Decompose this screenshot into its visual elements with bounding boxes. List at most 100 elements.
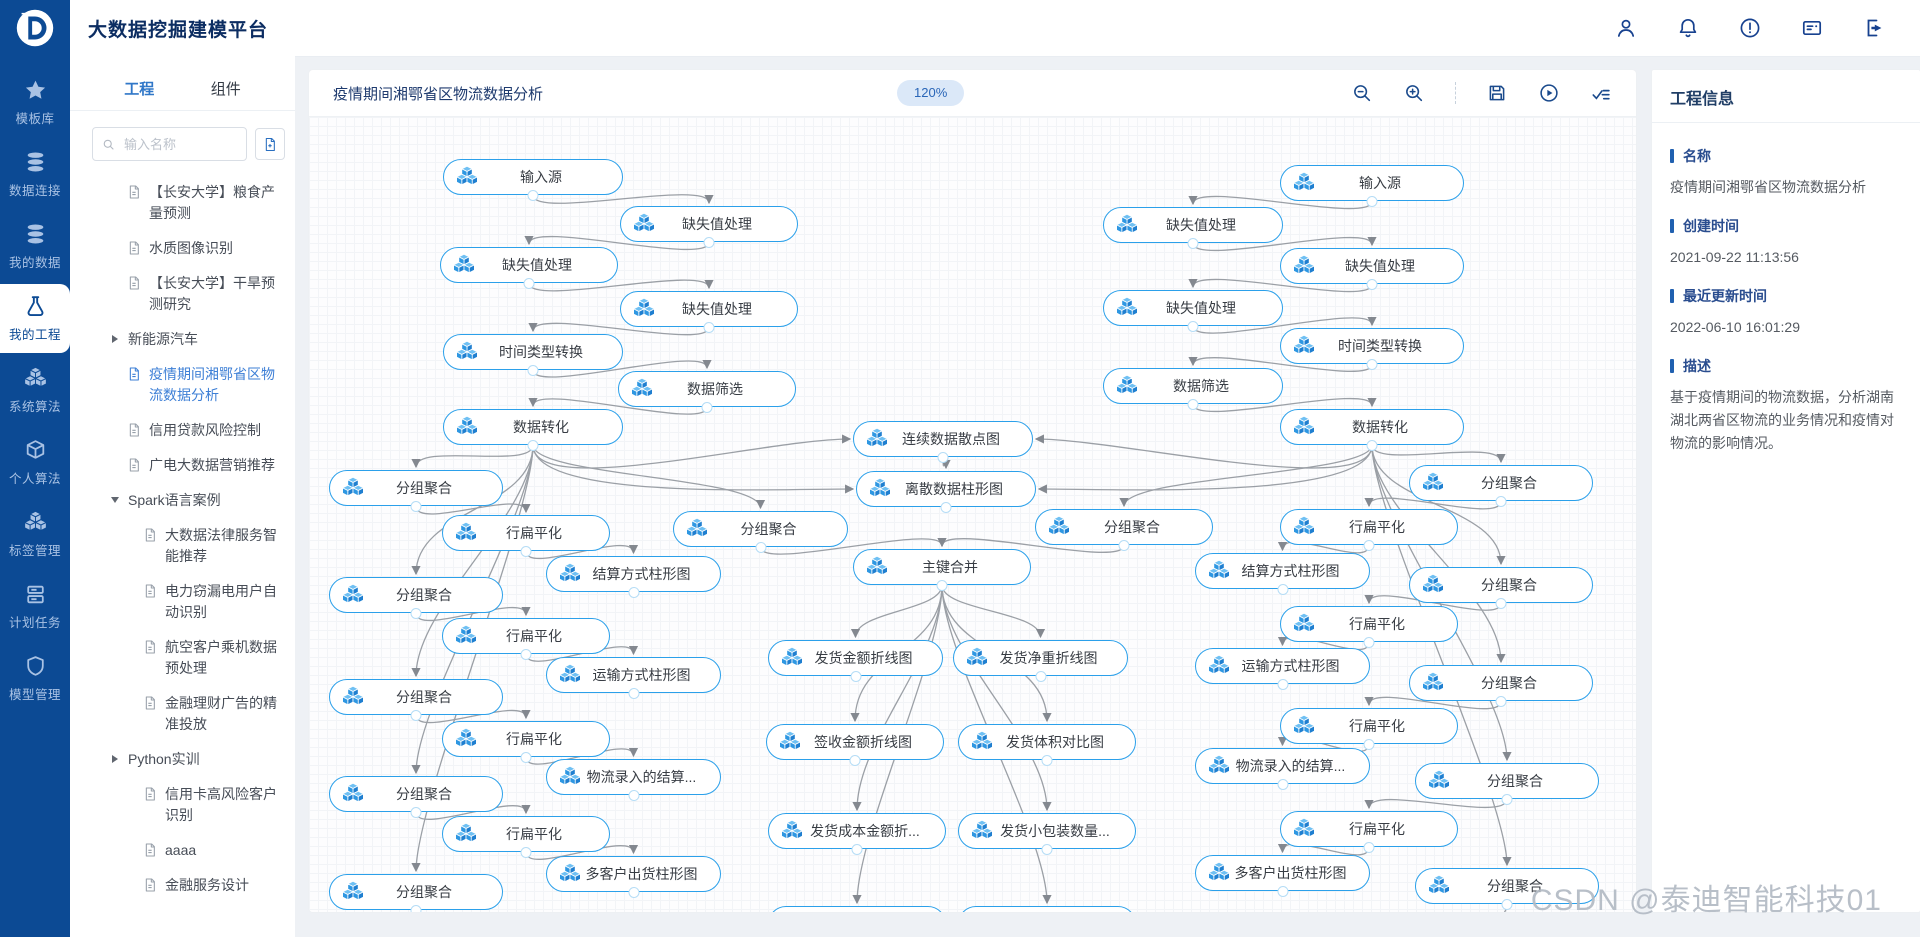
tree-file[interactable]: aaaa xyxy=(70,833,295,868)
graph-node[interactable]: 物流录入的结算... xyxy=(546,759,721,801)
graph-node[interactable]: 缺失值处理 xyxy=(1103,290,1283,332)
graph-node[interactable]: 分组聚合 xyxy=(1409,567,1593,609)
node-output-port[interactable] xyxy=(1041,844,1053,855)
graph-node[interactable]: 输入源 xyxy=(1280,165,1464,207)
graph-node[interactable]: 多客户出货柱形图 xyxy=(546,856,721,898)
graph-node[interactable]: 分组聚合 xyxy=(329,577,503,619)
graph-node[interactable]: 数据转化 xyxy=(443,409,623,451)
node-output-port[interactable] xyxy=(936,580,948,591)
graph-node[interactable]: 运输方式柱形图 xyxy=(1195,648,1370,690)
tree-file[interactable]: 金融理财广告的精准投放 xyxy=(70,686,295,742)
graph-node[interactable] xyxy=(958,906,1136,912)
tree-file[interactable]: 航空客户乘机数据预处理 xyxy=(70,630,295,686)
node-output-port[interactable] xyxy=(1363,540,1375,551)
node-output-port[interactable] xyxy=(1363,637,1375,648)
graph-node[interactable]: 行扁平化 xyxy=(442,816,610,858)
tab-project[interactable]: 工程 xyxy=(124,68,154,99)
graph-node[interactable]: 分组聚合 xyxy=(329,874,503,912)
graph-node[interactable]: 分组聚合 xyxy=(329,776,503,818)
zoom-out-icon[interactable] xyxy=(1351,82,1373,104)
graph-node[interactable]: 发货净重折线图 xyxy=(953,640,1128,682)
node-output-port[interactable] xyxy=(937,452,949,463)
rail-item[interactable]: 数据连接 xyxy=(0,140,70,209)
node-output-port[interactable] xyxy=(1277,779,1288,790)
node-output-port[interactable] xyxy=(1366,359,1378,370)
graph-node[interactable]: 分组聚合 xyxy=(329,679,503,721)
new-project-button[interactable] xyxy=(255,128,285,160)
graph-node[interactable]: 缺失值处理 xyxy=(620,291,798,333)
graph-node[interactable]: 多客户出货柱形图 xyxy=(1195,855,1370,897)
graph-node[interactable]: 缺失值处理 xyxy=(1103,207,1283,249)
graph-node[interactable]: 分组聚合 xyxy=(673,511,848,553)
tree-file[interactable]: 信用卡高风险客户识别 xyxy=(70,777,295,833)
rail-item[interactable]: 我的数据 xyxy=(0,212,70,281)
node-output-port[interactable] xyxy=(527,190,539,201)
graph-node[interactable]: 缺失值处理 xyxy=(620,206,798,248)
node-output-port[interactable] xyxy=(520,649,532,660)
tree-file[interactable]: 大数据法律服务智能推荐 xyxy=(70,518,295,574)
rail-item[interactable]: 个人算法 xyxy=(0,428,70,497)
graph-node[interactable]: 结算方式柱形图 xyxy=(546,556,721,598)
graph-node[interactable]: 连续数据散点图 xyxy=(853,421,1033,463)
node-output-port[interactable] xyxy=(1495,696,1507,707)
graph-node[interactable]: 发货小包装数量... xyxy=(958,813,1136,855)
graph-node[interactable]: 行扁平化 xyxy=(442,515,610,557)
node-output-port[interactable] xyxy=(520,546,532,557)
graph-node[interactable]: 时间类型转换 xyxy=(1280,328,1464,370)
node-output-port[interactable] xyxy=(755,542,766,553)
run-icon[interactable] xyxy=(1538,82,1560,104)
tree-file[interactable]: 【长安大学】干旱预测研究 xyxy=(70,266,295,322)
node-output-port[interactable] xyxy=(850,671,861,682)
tree-file[interactable]: 电力窃漏电用户自动识别 xyxy=(70,574,295,630)
node-output-port[interactable] xyxy=(1187,238,1199,249)
checklist-icon[interactable] xyxy=(1590,82,1612,104)
save-icon[interactable] xyxy=(1486,82,1508,104)
node-output-port[interactable] xyxy=(527,365,539,376)
graph-node[interactable]: 分组聚合 xyxy=(1409,465,1593,507)
graph-node[interactable]: 输入源 xyxy=(443,159,623,201)
message-icon[interactable] xyxy=(1800,16,1824,40)
node-output-port[interactable] xyxy=(1118,540,1130,551)
rail-item[interactable]: 计划任务 xyxy=(0,572,70,641)
node-output-port[interactable] xyxy=(851,844,863,855)
node-output-port[interactable] xyxy=(520,752,532,763)
node-output-port[interactable] xyxy=(701,402,713,413)
tree-file[interactable]: 水质图像识别 xyxy=(70,231,295,266)
graph-node[interactable]: 数据转化 xyxy=(1280,409,1464,451)
node-output-port[interactable] xyxy=(1363,739,1375,750)
node-output-port[interactable] xyxy=(628,887,639,898)
graph-node[interactable]: 缺失值处理 xyxy=(440,247,618,289)
node-output-port[interactable] xyxy=(1501,794,1513,805)
tree-file[interactable]: 广电大数据营销推荐 xyxy=(70,448,295,483)
graph-node[interactable]: 数据筛选 xyxy=(1103,368,1283,410)
node-output-port[interactable] xyxy=(1187,321,1199,332)
node-output-port[interactable] xyxy=(410,608,422,619)
graph-node[interactable]: 发货成本金额折... xyxy=(768,813,946,855)
tree-folder[interactable]: Spark语言案例 xyxy=(70,483,295,518)
node-output-port[interactable] xyxy=(628,688,639,699)
node-output-port[interactable] xyxy=(1041,755,1053,766)
node-output-port[interactable] xyxy=(1363,842,1375,853)
graph-node[interactable]: 时间类型转换 xyxy=(443,334,623,376)
graph-node[interactable] xyxy=(768,906,946,912)
node-output-port[interactable] xyxy=(1495,598,1507,609)
node-output-port[interactable] xyxy=(520,847,532,858)
node-output-port[interactable] xyxy=(1501,899,1513,910)
graph-node[interactable]: 分组聚合 xyxy=(329,470,503,512)
node-output-port[interactable] xyxy=(940,502,952,513)
tree-file[interactable]: 【长安大学】粮食产量预测 xyxy=(70,175,295,231)
node-output-port[interactable] xyxy=(628,790,639,801)
node-output-port[interactable] xyxy=(849,755,861,766)
graph-node[interactable]: 离散数据柱形图 xyxy=(856,471,1036,513)
node-output-port[interactable] xyxy=(527,440,539,451)
graph-node[interactable]: 分组聚合 xyxy=(1035,509,1213,551)
graph-node[interactable]: 发货金额折线图 xyxy=(768,640,943,682)
graph-node[interactable]: 行扁平化 xyxy=(442,721,610,763)
rail-item[interactable]: 我的工程 xyxy=(0,284,70,353)
node-output-port[interactable] xyxy=(1495,496,1507,507)
graph-node[interactable]: 缺失值处理 xyxy=(1280,248,1464,290)
graph-node[interactable]: 签收金额折线图 xyxy=(766,724,944,766)
node-output-port[interactable] xyxy=(410,905,422,912)
alert-icon[interactable] xyxy=(1738,16,1762,40)
user-icon[interactable] xyxy=(1614,16,1638,40)
